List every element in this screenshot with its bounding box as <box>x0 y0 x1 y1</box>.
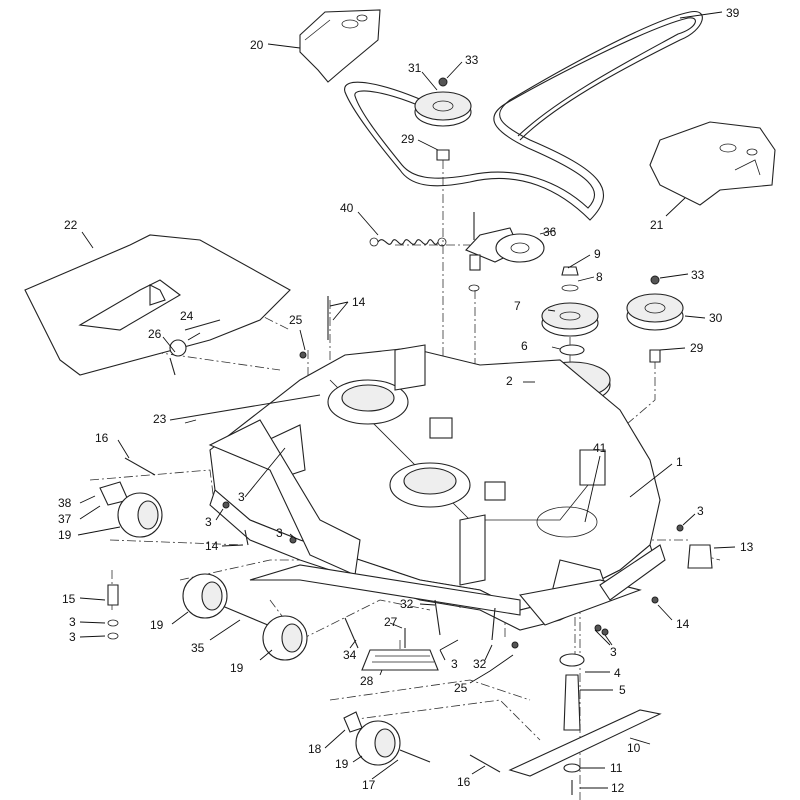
callout-29: 29 <box>690 341 704 355</box>
callout-20: 20 <box>250 38 264 52</box>
callout-10: 10 <box>627 741 641 755</box>
deck-cover-right <box>649 121 776 206</box>
callout-21: 21 <box>650 218 664 232</box>
callout-34: 34 <box>343 648 357 662</box>
callout-12: 12 <box>611 781 625 795</box>
callout-5: 5 <box>619 683 626 697</box>
idler-pulley-top <box>414 77 472 161</box>
callout-13: 13 <box>740 540 754 554</box>
callout-14: 14 <box>352 295 366 309</box>
callout-35: 35 <box>191 641 205 655</box>
callout-22: 22 <box>64 218 78 232</box>
callout-29: 29 <box>401 132 415 146</box>
callout-11: 11 <box>610 761 623 775</box>
callout-14: 14 <box>676 617 690 631</box>
tension-spring <box>369 237 447 247</box>
callout-33: 33 <box>465 53 479 67</box>
callout-16: 16 <box>95 431 109 445</box>
callout-39: 39 <box>726 6 740 20</box>
callout-17: 17 <box>362 778 376 792</box>
belt-shield <box>24 234 291 376</box>
callout-19: 19 <box>335 757 349 771</box>
callout-37: 37 <box>58 512 72 526</box>
callout-3: 3 <box>451 657 458 671</box>
callout-9: 9 <box>594 247 601 261</box>
callout-24: 24 <box>180 309 194 323</box>
caster-wheel-front-bottom <box>343 711 401 766</box>
callout-3: 3 <box>238 490 245 504</box>
callout-3: 3 <box>205 515 212 529</box>
callout-6: 6 <box>521 339 528 353</box>
idler-arm-assembly <box>465 212 545 292</box>
callout-labels: 39 20 31 33 29 21 22 40 36 9 8 33 14 7 3… <box>58 6 754 795</box>
deck-frame-rails <box>208 419 666 626</box>
callout-38: 38 <box>58 496 72 510</box>
caster-wheel-rear <box>99 481 163 538</box>
callout-3: 3 <box>697 504 704 518</box>
callout-26: 26 <box>148 327 162 341</box>
callout-4: 4 <box>614 666 621 680</box>
callout-32: 32 <box>400 597 414 611</box>
callout-16: 16 <box>457 775 471 789</box>
callout-41: 41 <box>593 441 607 455</box>
callout-leaders <box>77 11 736 789</box>
callout-3: 3 <box>69 630 76 644</box>
callout-27: 27 <box>384 615 398 629</box>
idler-pulley-right <box>626 275 684 363</box>
caster-wheel-front-left <box>182 573 228 619</box>
rods-and-pins <box>124 296 501 773</box>
callout-32: 32 <box>473 657 487 671</box>
caster-wheel-front-mid <box>262 615 308 661</box>
callout-19: 19 <box>150 618 164 632</box>
callout-1: 1 <box>676 455 683 469</box>
callout-36: 36 <box>543 225 557 239</box>
callout-19: 19 <box>230 661 244 675</box>
callout-23: 23 <box>153 412 167 426</box>
callout-19: 19 <box>58 528 72 542</box>
callout-3: 3 <box>276 526 283 540</box>
callout-2: 2 <box>506 374 513 388</box>
callout-40: 40 <box>340 201 354 215</box>
callout-3: 3 <box>69 615 76 629</box>
callout-30: 30 <box>709 311 723 325</box>
callout-28: 28 <box>360 674 374 688</box>
callout-31: 31 <box>408 61 422 75</box>
callout-25: 25 <box>454 681 468 695</box>
callout-8: 8 <box>596 270 603 284</box>
drive-belt <box>344 11 703 221</box>
spindle-pulley-right <box>541 266 599 356</box>
misc-hardware <box>107 351 713 795</box>
callout-25: 25 <box>289 313 303 327</box>
callout-18: 18 <box>308 742 322 756</box>
callout-15: 15 <box>62 592 76 606</box>
deck-cover-left <box>299 9 381 83</box>
callout-7: 7 <box>514 299 521 313</box>
callout-33: 33 <box>691 268 705 282</box>
callout-14: 14 <box>205 539 219 553</box>
callout-3: 3 <box>610 645 617 659</box>
